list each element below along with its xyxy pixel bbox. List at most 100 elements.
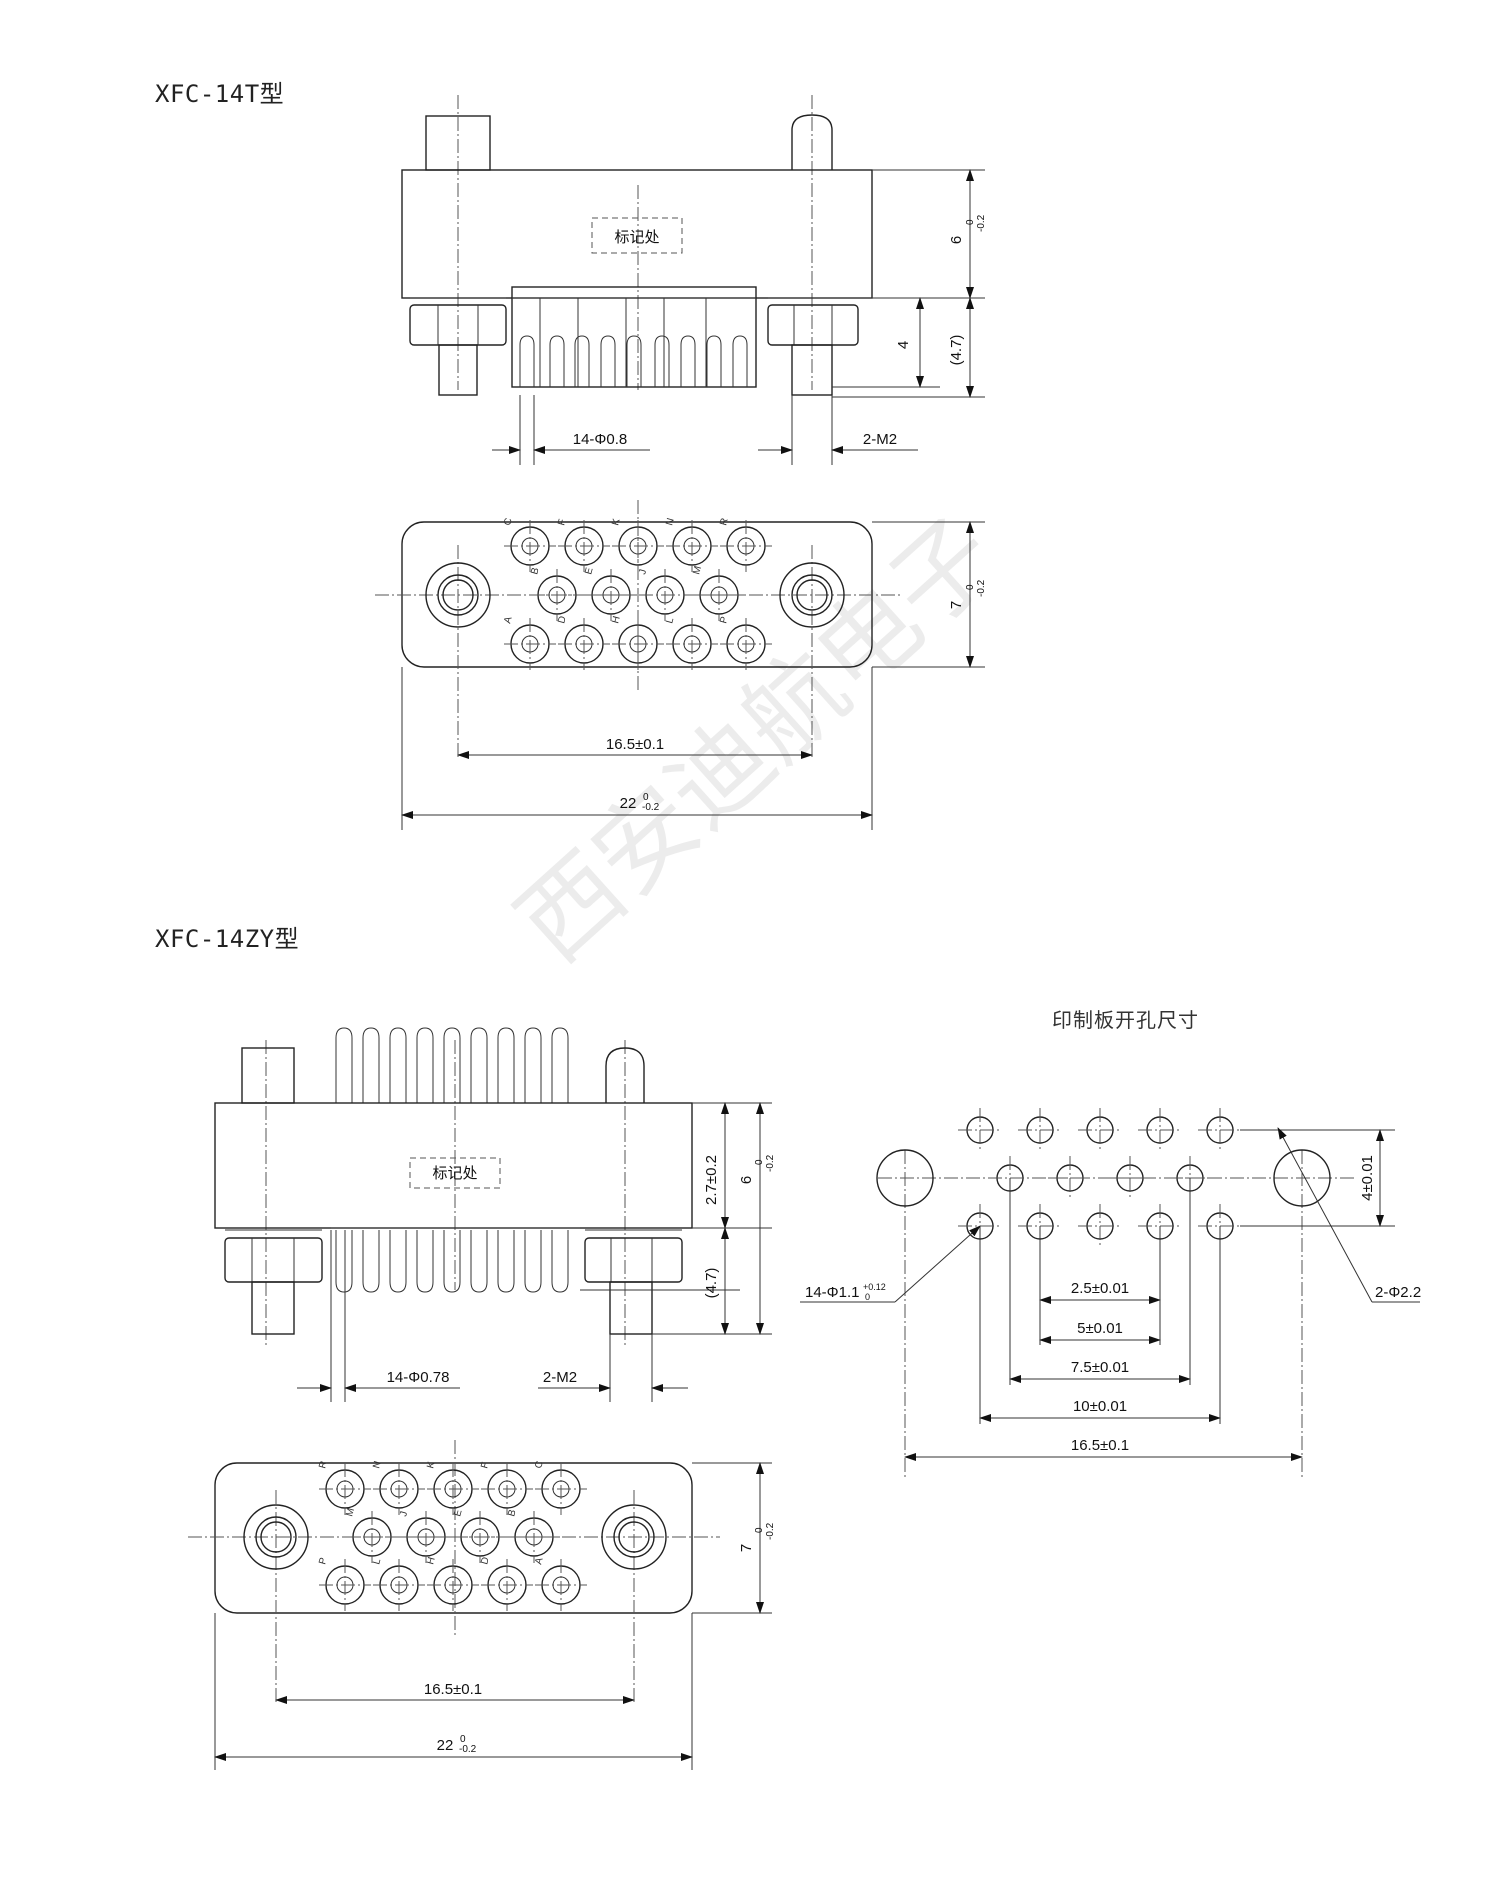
top-side-pin bbox=[549, 335, 565, 387]
bottom-lower-pin bbox=[524, 1230, 542, 1293]
top-dim-47-label: (4.7) bbox=[948, 335, 965, 366]
bottom-left-nut bbox=[224, 1237, 323, 1283]
bottom-front-pin-letter: B bbox=[506, 1508, 518, 1518]
bottom-dim-27-label: 2.7±0.2 bbox=[703, 1155, 720, 1205]
top-side-view: 标记处 6 0 -0.2 4 (4.7) 14-Φ0 bbox=[401, 95, 987, 465]
pcb-dim-4-label: 4±0.01 bbox=[1359, 1155, 1376, 1201]
top-pin-block bbox=[511, 286, 757, 388]
bottom-left-mount-hole bbox=[243, 1504, 309, 1570]
bottom-right-mount-hole bbox=[601, 1504, 667, 1570]
top-dim-6-label: 6 bbox=[948, 236, 965, 244]
bottom-dim-7-tol-up: 0 bbox=[754, 1527, 765, 1533]
top-right-screw bbox=[791, 344, 833, 396]
pcb-left-mount-hole bbox=[876, 1149, 934, 1207]
top-front-pin-letter: L bbox=[664, 616, 676, 625]
top-dim-7-tol-up: 0 bbox=[965, 584, 976, 590]
bottom-left-post bbox=[241, 1047, 295, 1104]
bottom-front-pin-letter: E bbox=[452, 1508, 464, 1518]
bottom-front-pin-letter: A bbox=[533, 1556, 545, 1566]
top-front-pin-letter: E bbox=[583, 566, 595, 576]
top-side-pin bbox=[680, 335, 696, 387]
bottom-lower-pin bbox=[497, 1230, 515, 1293]
bottom-upper-pins-group bbox=[335, 1027, 569, 1103]
top-dim-7-tol-low: -0.2 bbox=[976, 579, 987, 597]
bottom-lower-pin bbox=[389, 1230, 407, 1293]
bottom-lower-pin bbox=[416, 1230, 434, 1293]
pcb-holes-group bbox=[958, 1108, 1242, 1248]
top-side-pin bbox=[600, 335, 616, 387]
top-mark-box bbox=[591, 217, 683, 254]
bottom-lower-pin bbox=[470, 1230, 488, 1293]
top-front-pin-letter: M bbox=[691, 565, 704, 576]
top-right-nut bbox=[767, 304, 859, 346]
bottom-front-pin-letter: P bbox=[317, 1556, 329, 1566]
pcb-cutout-title: 印制板开孔尺寸 bbox=[1052, 1008, 1199, 1032]
bottom-dim-7-label: 7 bbox=[738, 1544, 755, 1552]
top-thread-label: 2-M2 bbox=[863, 431, 897, 448]
bottom-dim-6-tol-up: 0 bbox=[754, 1159, 765, 1165]
bottom-dim-165-label: 16.5±0.1 bbox=[424, 1681, 482, 1698]
top-front-pin-letter: C bbox=[502, 517, 514, 527]
top-side-pin bbox=[654, 335, 670, 387]
bottom-upper-pin bbox=[497, 1027, 515, 1103]
top-left-mount-hole bbox=[425, 562, 491, 628]
bottom-front-pin-letter: K bbox=[425, 1460, 437, 1470]
top-right-mount-hole bbox=[779, 562, 845, 628]
bottom-upper-pin bbox=[335, 1027, 353, 1103]
top-front-pin-letter: J bbox=[637, 568, 649, 576]
bottom-front-pin-letter: M bbox=[344, 1507, 357, 1518]
top-pin-dia-label: 14-Φ0.8 bbox=[573, 431, 628, 448]
top-front-pin-letter: P bbox=[718, 615, 730, 625]
bottom-upper-pin bbox=[470, 1027, 488, 1103]
bottom-right-nut bbox=[584, 1237, 683, 1283]
bottom-upper-pin bbox=[362, 1027, 380, 1103]
top-dim-6-tol-up: 0 bbox=[965, 219, 976, 225]
bottom-front-pin-letter: H bbox=[425, 1556, 437, 1566]
pcb-hole-a-tol-low: 0 bbox=[865, 1292, 870, 1302]
bottom-mark-box bbox=[409, 1157, 501, 1189]
bottom-dim-6-tol-low: -0.2 bbox=[765, 1154, 776, 1172]
top-guide-pin bbox=[791, 114, 833, 170]
top-side-pin bbox=[574, 335, 590, 387]
top-left-screw bbox=[438, 344, 478, 396]
bottom-upper-pin bbox=[416, 1027, 434, 1103]
bottom-right-screw bbox=[609, 1281, 653, 1335]
top-dim-6-tol-low: -0.2 bbox=[976, 214, 987, 232]
bottom-lower-pin bbox=[443, 1230, 461, 1293]
top-front-pin-letter: R bbox=[718, 517, 730, 527]
pcb-hole-b-label: 2-Φ2.2 bbox=[1375, 1284, 1421, 1301]
bottom-dim-7-tol-low: -0.2 bbox=[765, 1522, 776, 1540]
top-front-pin-letter: D bbox=[556, 615, 568, 625]
pcb-hole-a-label: 14-Φ1.1 bbox=[805, 1284, 860, 1301]
bottom-mark-label: 标记处 bbox=[432, 1165, 477, 1182]
top-front-pin-letter: B bbox=[529, 566, 541, 576]
bottom-front-pin-letter: L bbox=[371, 1557, 383, 1566]
bottom-dim-22-tol-low: -0.2 bbox=[459, 1744, 477, 1755]
top-dim-165-label: 16.5±0.1 bbox=[606, 736, 664, 753]
top-front-pin-letter: A bbox=[502, 615, 514, 625]
top-front-pin-letter: N bbox=[664, 517, 676, 527]
pcb-right-mount-hole bbox=[1273, 1149, 1331, 1207]
bottom-upper-pin bbox=[443, 1027, 461, 1103]
top-side-pin bbox=[626, 335, 642, 387]
top-mark-label: 标记处 bbox=[614, 229, 659, 246]
bottom-dim-22-tol-up: 0 bbox=[460, 1734, 466, 1745]
bottom-front-pin-letter: D bbox=[479, 1556, 491, 1566]
bottom-front-pin-letter: N bbox=[371, 1460, 383, 1470]
top-side-pin bbox=[732, 335, 748, 387]
bottom-front-pin-letter: F bbox=[479, 1461, 491, 1470]
top-model-title: XFC-14T型 bbox=[155, 80, 285, 108]
pcb-dim-5-label: 5±0.01 bbox=[1077, 1320, 1123, 1337]
bottom-lower-pin bbox=[551, 1230, 569, 1293]
bottom-model-title: XFC-14ZY型 bbox=[155, 925, 300, 953]
bottom-upper-pin bbox=[524, 1027, 542, 1103]
top-dim-22-label: 22 bbox=[620, 795, 637, 812]
bottom-dim-22-label: 22 bbox=[437, 1737, 454, 1754]
pcb-cutout-view: 4±0.01 2.5±0.01 5±0.01 7.5±0.01 10±0.01 … bbox=[800, 1108, 1421, 1480]
bottom-guide-pin bbox=[605, 1047, 645, 1103]
pcb-dim-165-label: 16.5±0.1 bbox=[1071, 1437, 1129, 1454]
top-front-pin-letter: K bbox=[610, 517, 622, 527]
